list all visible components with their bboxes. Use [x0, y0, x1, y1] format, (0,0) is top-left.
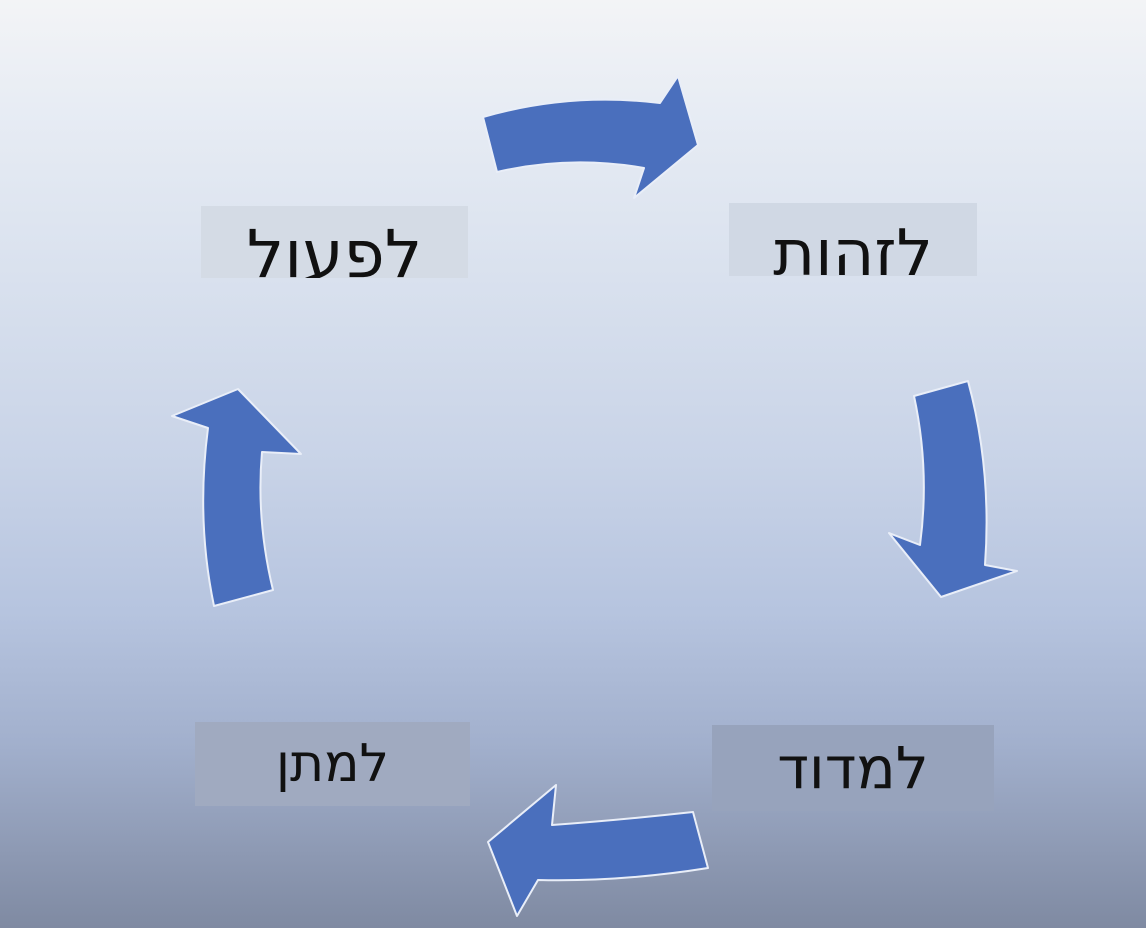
step-identify: לזהות [729, 203, 977, 276]
arrow-give-to-act [171, 388, 302, 607]
step-measure-label: למדוד [777, 734, 929, 802]
step-act: לפעול [201, 206, 468, 278]
step-give-label: למתן [275, 734, 390, 794]
arrow-measure-to-give [487, 784, 709, 917]
arrow-identify-to-measure [888, 380, 1018, 598]
step-give: למתן [195, 722, 470, 806]
step-identify-label: לזהות [773, 217, 933, 276]
arrow-act-to-identify [482, 75, 699, 199]
step-act-label: לפעול [246, 216, 423, 279]
step-measure: למדוד [712, 725, 994, 811]
